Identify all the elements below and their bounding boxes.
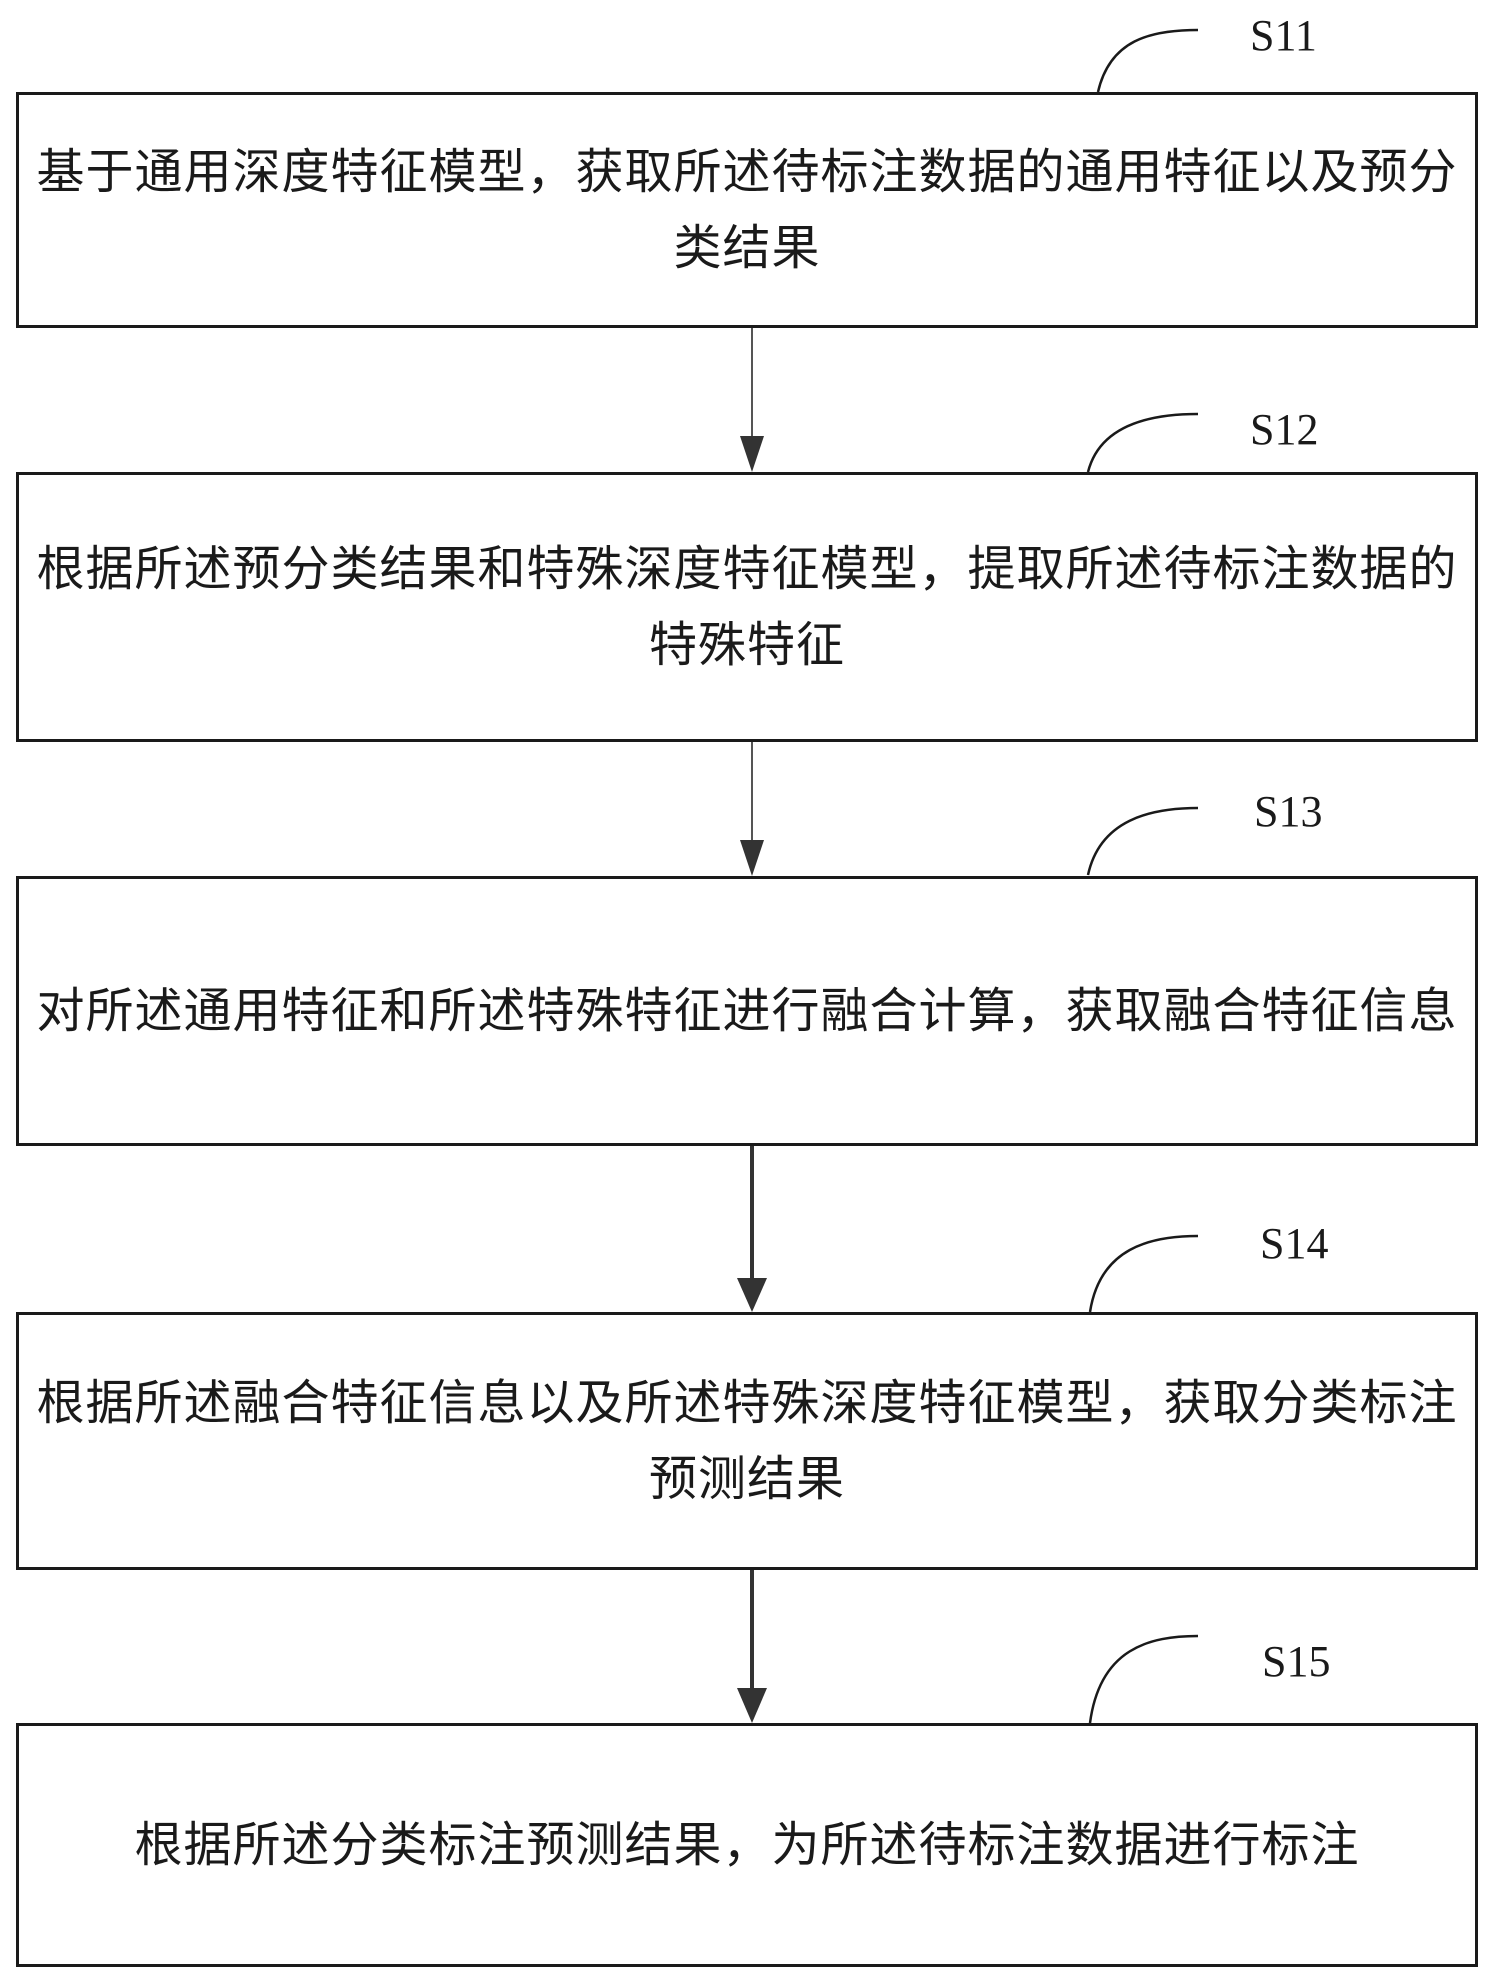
step-box-s13: 对所述通用特征和所述特殊特征进行融合计算，获取融合特征信息: [16, 876, 1478, 1146]
arrow-s11-to-s12: [740, 328, 764, 472]
arrow-s13-to-s14: [737, 1146, 767, 1312]
step-label-s11: S11: [1250, 11, 1317, 60]
step-label-s15: S15: [1262, 1637, 1331, 1686]
step-text-s13: 对所述通用特征和所述特殊特征进行融合计算，获取融合特征信息: [36, 983, 1458, 1039]
step-label-s13: S13: [1254, 787, 1323, 836]
step-box-s14: 根据所述融合特征信息以及所述特殊深度特征模型，获取分类标注预测结果: [16, 1312, 1478, 1570]
leader-curve-s15: [1088, 1634, 1199, 1724]
step-label-s14: S14: [1260, 1219, 1329, 1268]
step-text-s14: 根据所述融合特征信息以及所述特殊深度特征模型，获取分类标注预测结果: [36, 1375, 1458, 1507]
leader-curve-s13: [1086, 806, 1199, 876]
leader-curve-s12: [1086, 412, 1199, 473]
step-box-s12: 根据所述预分类结果和特殊深度特征模型，提取所述待标注数据的特殊特征: [16, 472, 1478, 742]
step-box-s15: 根据所述分类标注预测结果，为所述待标注数据进行标注: [16, 1723, 1478, 1967]
leader-curve-s11: [1096, 28, 1199, 93]
step-box-s11: 基于通用深度特征模型，获取所述待标注数据的通用特征以及预分类结果: [16, 92, 1478, 328]
arrow-s12-to-s13: [740, 742, 764, 876]
step-text-s12: 根据所述预分类结果和特殊深度特征模型，提取所述待标注数据的特殊特征: [36, 541, 1458, 673]
step-label-s12: S12: [1250, 405, 1319, 454]
step-text-s11: 基于通用深度特征模型，获取所述待标注数据的通用特征以及预分类结果: [36, 144, 1458, 276]
step-text-s15: 根据所述分类标注预测结果，为所述待标注数据进行标注: [134, 1817, 1360, 1873]
leader-curve-s14: [1088, 1234, 1199, 1313]
arrow-s14-to-s15: [737, 1570, 767, 1723]
